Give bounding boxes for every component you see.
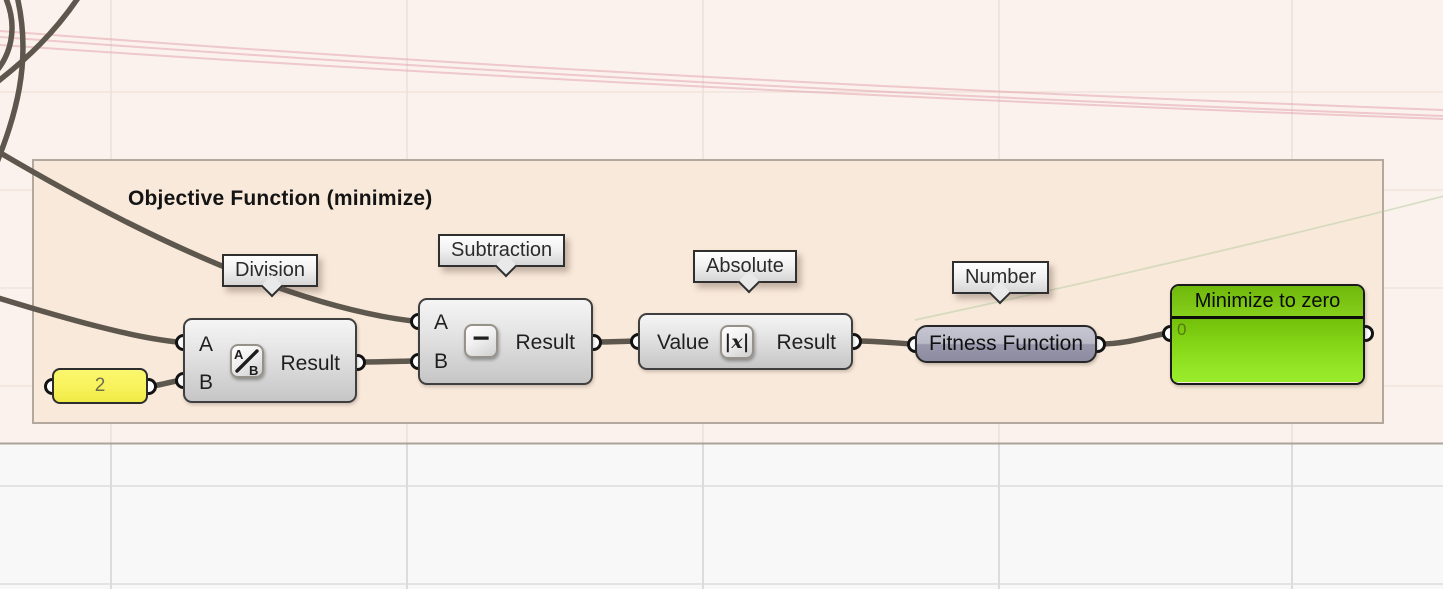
absolute-output-label: Result: [776, 331, 836, 354]
minimize-panel-value: 0: [1177, 320, 1187, 339]
wire-topleft-2[interactable]: [0, 0, 26, 170]
minimize-panel[interactable]: Minimize to zero 0: [1170, 284, 1365, 385]
subtraction-icon: −: [464, 324, 498, 358]
division-icon-a: A: [234, 347, 244, 362]
absolute-input-label: Value: [657, 331, 710, 354]
slider-value: 2: [94, 375, 106, 396]
tooltip-subtraction: Subtraction: [438, 234, 566, 278]
subtraction-component[interactable]: A B − Result: [418, 298, 593, 385]
absolute-icon-glyph: |x|: [724, 330, 750, 353]
canvas-gray-region: [0, 443, 1443, 589]
subtraction-input-a-label: A: [434, 311, 449, 334]
tooltip-absolute: Absolute: [693, 250, 797, 294]
faded-pink-wires[interactable]: [0, 30, 1443, 120]
subtraction-output-label: Result: [515, 331, 575, 354]
minimize-panel-body: 0: [1172, 319, 1363, 382]
fitness-function-param[interactable]: Fitness Function: [915, 325, 1097, 363]
division-output-label: Result: [280, 352, 340, 375]
wire-topleft-1[interactable]: [0, 0, 82, 86]
absolute-component[interactable]: Value |x| Result: [638, 313, 853, 370]
grid-horizontal-gray: [0, 485, 1443, 585]
number-slider-2[interactable]: 2: [52, 368, 148, 404]
subtraction-input-b-label: B: [434, 350, 449, 373]
division-input-a-label: A: [199, 333, 214, 356]
minimize-panel-header: Minimize to zero: [1172, 286, 1363, 319]
division-component[interactable]: A B A B Result: [183, 318, 357, 403]
tooltip-division: Division: [222, 254, 319, 298]
division-icon-b: B: [249, 363, 258, 376]
absolute-icon: |x|: [720, 325, 754, 359]
tooltip-number: Number: [952, 261, 1050, 305]
minimize-panel-title: Minimize to zero: [1194, 289, 1341, 312]
group-title: Objective Function (minimize): [128, 187, 433, 210]
wire-topleft-3[interactable]: [0, 0, 15, 76]
division-icon: A B: [230, 344, 264, 378]
fitness-function-label: Fitness Function: [928, 332, 1084, 355]
division-input-b-label: B: [199, 371, 214, 394]
